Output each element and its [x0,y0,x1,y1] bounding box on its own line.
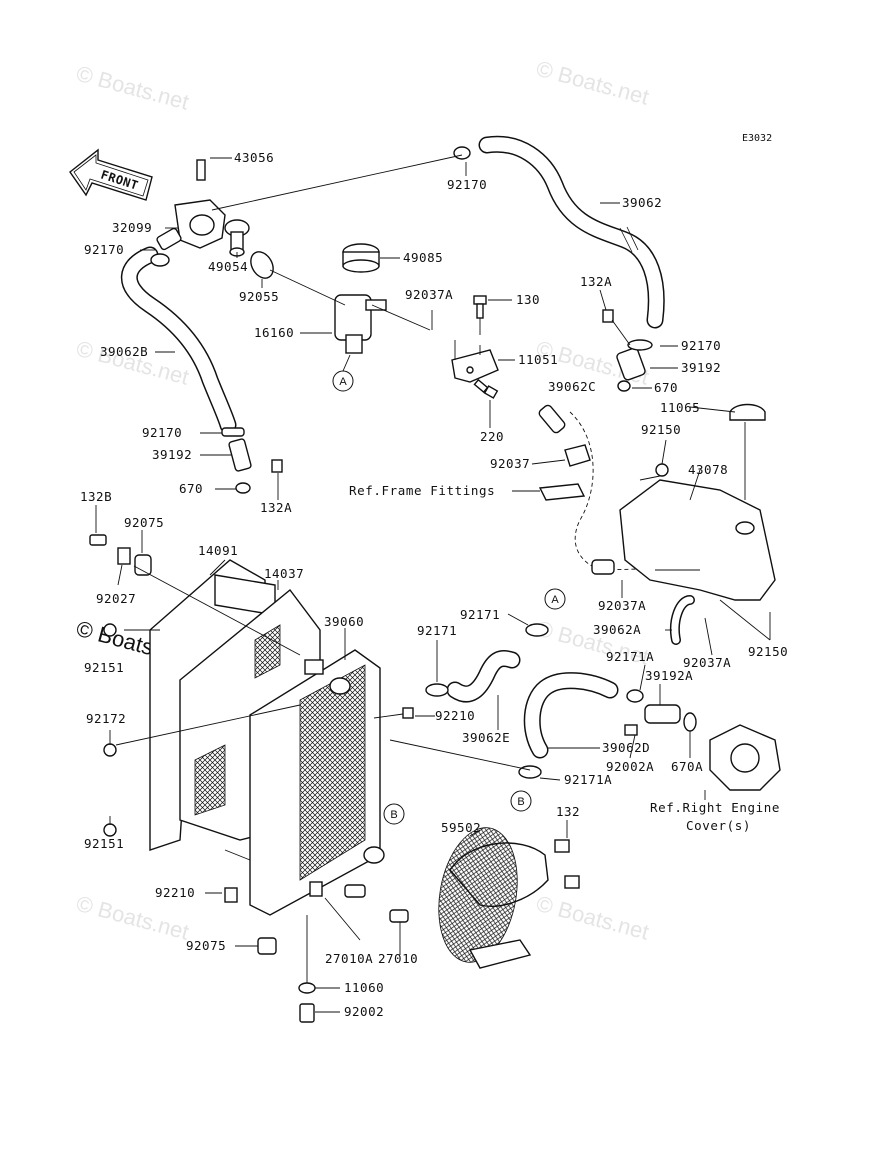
part-label: 39192A [645,668,693,683]
part-label: 39192 [152,447,192,462]
bolt-130 [473,295,487,319]
radiator-cap [342,243,380,273]
part-label: 92171A [564,772,612,787]
part-label: 92171 [460,607,500,622]
ref-engine-cover-line2: Cover(s) [686,818,751,833]
hose-39062A [670,595,695,645]
part-label: 92027 [96,591,136,606]
part-label: 43056 [234,150,274,165]
part-label: 11051 [518,352,558,367]
part-label: 39060 [324,614,364,629]
part-label: 670 [654,380,678,395]
callout-A-mid-label: A [551,594,559,606]
thermostat [224,219,250,257]
part-label: 43078 [688,462,728,477]
part-label: 14091 [198,543,238,558]
part-label: 39062 [622,195,662,210]
ref-engine-cover-line1: Ref.Right Engine [650,800,780,815]
part-label: 92075 [124,515,164,530]
part-label: 130 [516,292,540,307]
part-label: 92171A [606,649,654,664]
callout-A-mid: A [544,588,566,610]
clamp-92037 [538,444,591,501]
hose-39062 [478,135,665,329]
part-label: 39062E [462,730,510,745]
water-pump-cover [709,724,781,791]
part-label: 92150 [748,644,788,659]
cooling-fan [438,827,580,969]
part-label: 49054 [208,259,248,274]
part-label: 92055 [239,289,279,304]
part-label: 132A [260,500,292,515]
part-label: 92002A [606,759,654,774]
part-label: 27010A [325,951,373,966]
part-label: 39062A [593,622,641,637]
part-label: 92037A [598,598,646,613]
leader-lines [95,154,771,1013]
part-label: 39062D [602,740,650,755]
part-label: 92171 [417,623,457,638]
part-label: 92002 [344,1004,384,1019]
part-label: 16160 [254,325,294,340]
diagram-code: E3032 [742,133,772,144]
bolt-220 [473,378,499,399]
callout-B-right-label: B [517,796,524,808]
part-label: 132A [580,274,612,289]
part-label: 92210 [435,708,475,723]
ref-frame-fittings: Ref.Frame Fittings [349,483,495,498]
callout-B-left: B [383,803,405,825]
hose-39062B [120,246,237,434]
part-label: 92170 [142,425,182,440]
part-label: 92037A [405,287,453,302]
part-label: 220 [480,429,504,444]
left-hardware [89,534,414,955]
fitting-39192 [602,309,653,392]
part-label: 92172 [86,711,126,726]
part-label: 92151 [84,836,124,851]
thermostat-housing [156,159,226,251]
o-ring [250,251,274,279]
part-label: 39062C [548,379,596,394]
callout-A-top: A [332,370,354,392]
part-label: 92170 [84,242,124,257]
part-label: 11060 [344,980,384,995]
hose-39062C [538,404,681,575]
hose-39062E [446,650,521,703]
part-label: 92170 [447,177,487,192]
part-label: 49085 [403,250,443,265]
part-label: 132 [556,804,580,819]
part-label: 670 [179,481,203,496]
bracket [451,349,499,383]
front-arrow-icon: FRONT [69,148,153,201]
part-label: 92037 [490,456,530,471]
part-labels: 43056 32099 92170 49054 92055 92170 3906… [80,150,788,1019]
callout-A-top-label: A [339,376,347,388]
part-label: 92210 [155,885,195,900]
hose-clamps [150,146,697,779]
part-label: 92037A [683,655,731,670]
part-label: 670A [671,759,703,774]
part-label: 59502 [441,820,481,835]
part-label: 132B [80,489,112,504]
radiator-core [249,649,385,916]
watermark: © Boats.net [74,61,192,115]
part-label: 32099 [112,220,152,235]
part-label: 39062B [100,344,148,359]
hose-39062D [523,672,619,759]
watermark: © Boats.net [534,56,652,110]
watermark: © Boats.net [534,891,652,945]
callout-B-left-label: B [390,809,397,821]
filler-neck [334,294,387,354]
part-label: 92150 [641,422,681,437]
part-label: 39192 [681,360,721,375]
part-label: 92075 [186,938,226,953]
part-label: 92151 [84,660,124,675]
part-label: 92170 [681,338,721,353]
part-label: 27010 [378,951,418,966]
callout-B-right: B [510,790,532,812]
part-label: 14037 [264,566,304,581]
part-label: 11065 [660,400,700,415]
